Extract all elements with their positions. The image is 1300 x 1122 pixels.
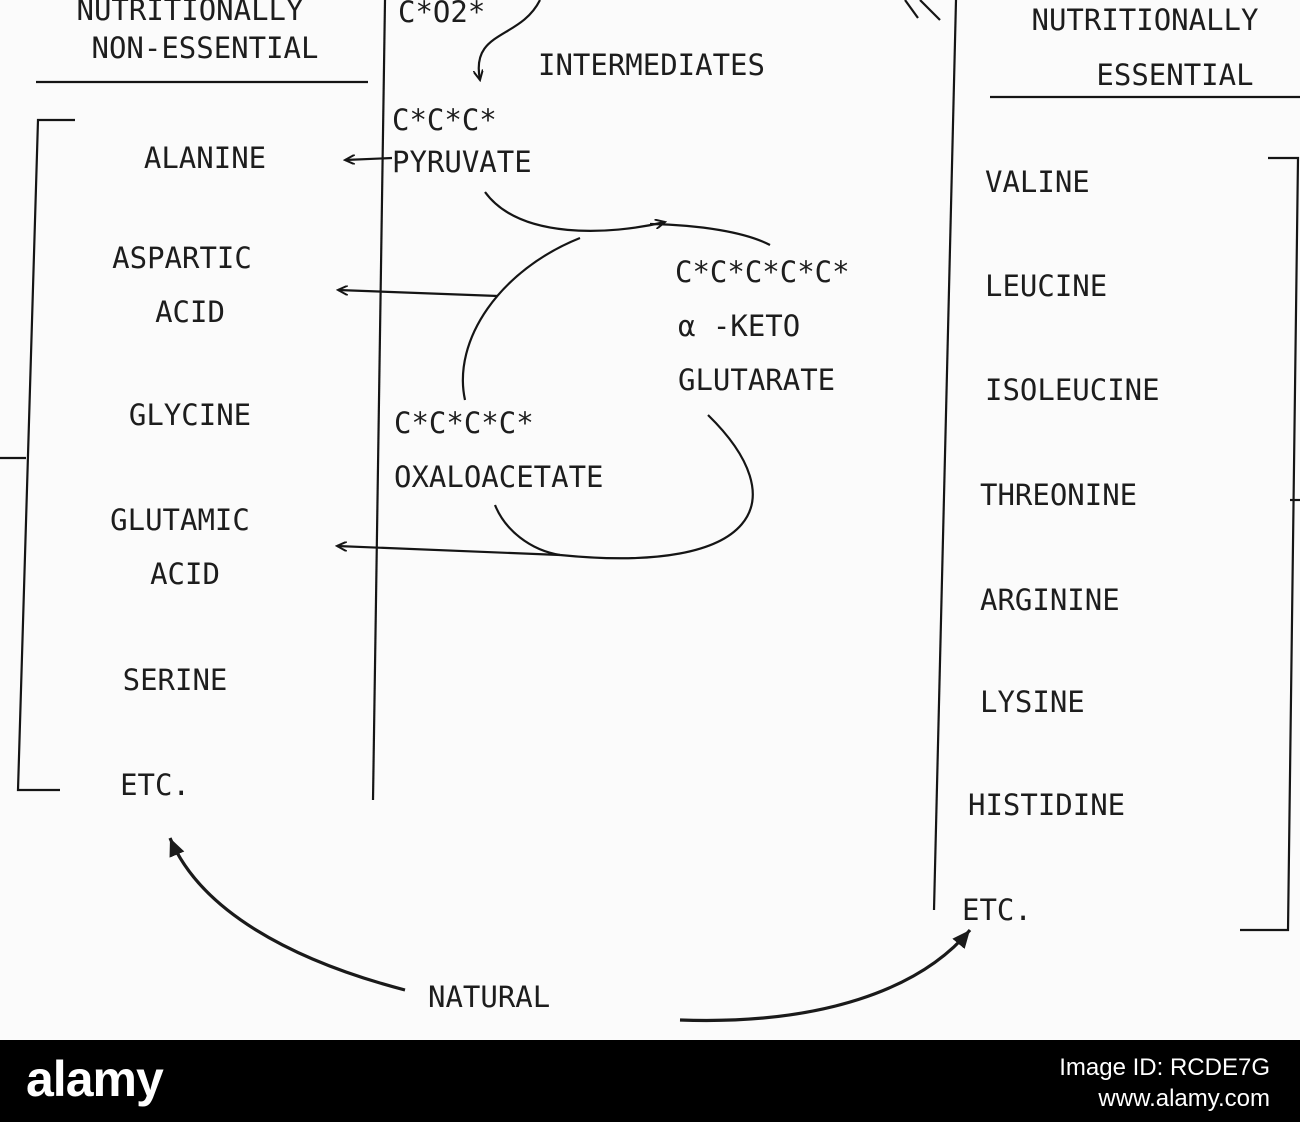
oxaloacetate-formula: C*C*C*C* <box>394 406 534 440</box>
essential-item-isoleucine: ISOLEUCINE <box>985 373 1160 407</box>
right-header-line1: NUTRITIONALLY <box>1032 3 1259 37</box>
image-id-text: Image ID: RCDE7G <box>1059 1054 1270 1081</box>
essential-item-valine: VALINE <box>985 165 1090 199</box>
cycle-right-arc <box>559 414 754 560</box>
right-bracket <box>1240 156 1300 932</box>
pyruvate-formula: C*C*C* <box>392 103 497 137</box>
alanine-arrow <box>345 158 393 160</box>
non-essential-item-aspartic: ASPARTIC <box>112 241 252 275</box>
left-header-line2: NON-ESSENTIAL <box>92 31 319 65</box>
natural-to-essential-arrow <box>679 928 972 1023</box>
essential-item-histidine: HISTIDINE <box>968 788 1125 822</box>
aspartic-arrow <box>338 290 499 298</box>
watermark-url: www.alamy.com <box>1098 1085 1270 1112</box>
cycle-top-arc <box>649 222 771 246</box>
non-essential-item-alanine: ALANINE <box>144 141 266 175</box>
watermark-footer: alamy Image ID: RCDE7G www.alamy.com <box>0 1040 1300 1122</box>
pyruvate-name: PYRUVATE <box>392 145 532 179</box>
natural-label: NATURAL <box>428 980 550 1014</box>
non-essential-item-acid-2: ACID <box>150 557 220 591</box>
ketoglutarate-name-1: α -KETO <box>678 309 800 343</box>
essential-item-arginine: ARGININE <box>980 583 1120 617</box>
left-divider <box>371 0 387 801</box>
non-essential-item-serine: SERINE <box>123 663 228 697</box>
non-essential-item-glycine: GLYCINE <box>129 398 251 432</box>
metabolic-pathway-diagram: NUTRITIONALLY NON-ESSENTIAL NUTRITIONALL… <box>0 0 1300 1023</box>
cycle-left-arc <box>461 236 581 401</box>
oxaloacetate-name: OXALOACETATE <box>394 460 604 494</box>
right-divider <box>932 0 958 911</box>
essential-item-threonine: THREONINE <box>980 478 1137 512</box>
essential-item-leucine: LEUCINE <box>985 269 1107 303</box>
glutamic-arrow <box>337 546 561 557</box>
pyruvate-to-cycle-arrow <box>484 191 665 232</box>
non-essential-item-glutamic: GLUTAMIC <box>110 503 250 537</box>
essential-item-etc: ETC. <box>962 893 1032 927</box>
diagram-canvas: NUTRITIONALLY NON-ESSENTIAL NUTRITIONALL… <box>0 0 1300 1023</box>
non-essential-item-acid-1: ACID <box>155 295 225 329</box>
co2-to-pyruvate-arrow <box>479 0 541 80</box>
ketoglutarate-name-2: GLUTARATE <box>678 363 835 397</box>
top-right-stroke <box>919 0 941 21</box>
natural-to-nonessential-arrow <box>168 837 406 992</box>
left-bracket <box>16 118 75 792</box>
alamy-logo: alamy <box>26 1051 164 1107</box>
top-right-stroke-2 <box>904 0 919 19</box>
left-header-line1: NUTRITIONALLY <box>77 0 304 27</box>
right-header-line2: ESSENTIAL <box>1096 58 1253 92</box>
essential-item-lysine: LYSINE <box>980 685 1085 719</box>
ketoglutarate-formula: C*C*C*C*C* <box>675 255 850 289</box>
non-essential-item-etc: ETC. <box>120 768 190 802</box>
cycle-bottom-arc <box>493 504 561 557</box>
co2-label: C*O2* <box>398 0 485 29</box>
intermediates-label: INTERMEDIATES <box>538 48 765 82</box>
